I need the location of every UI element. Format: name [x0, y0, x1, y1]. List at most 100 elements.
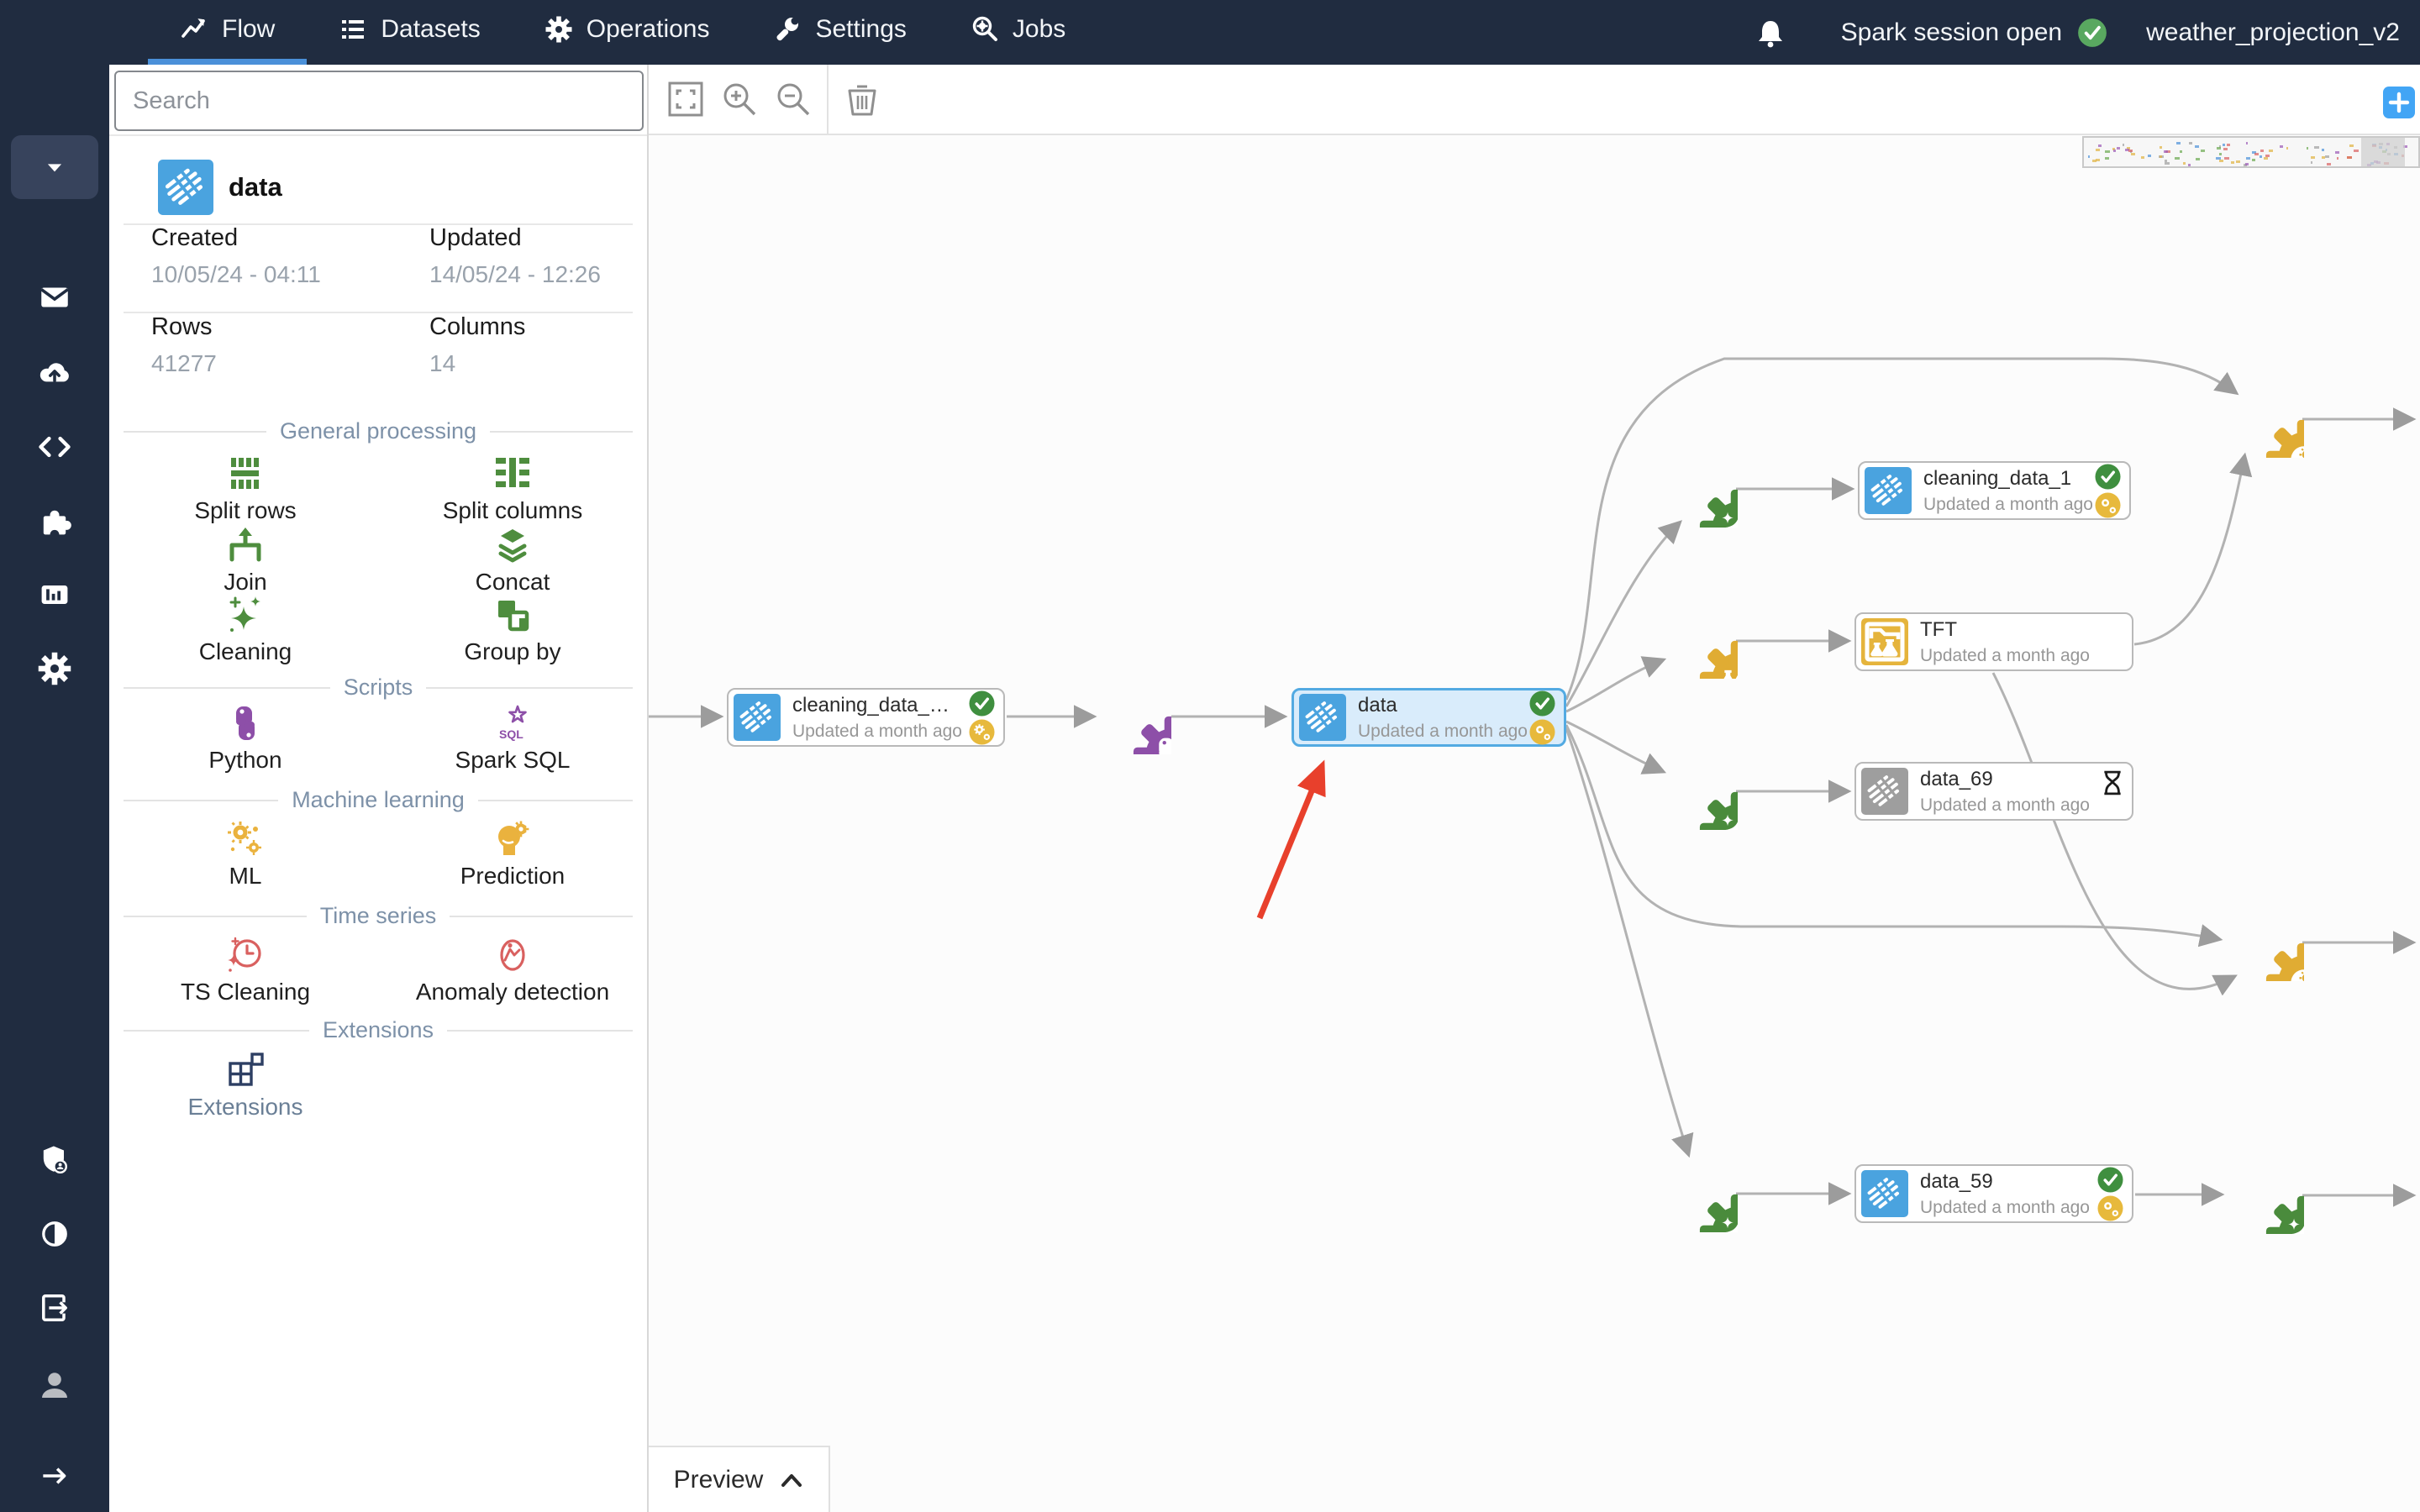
tool-concat[interactable]: Concat: [387, 525, 639, 596]
tab-operations[interactable]: Operations: [513, 0, 742, 65]
split-columns-icon: [496, 458, 529, 487]
tool-spark-sql[interactable]: SQL Spark SQL: [387, 703, 639, 774]
preview-toggle[interactable]: Preview: [649, 1446, 830, 1512]
node-title: TFT: [1920, 617, 1957, 641]
sidebar-item-security[interactable]: [0, 1133, 109, 1187]
sidebar-item-theme[interactable]: [0, 1207, 109, 1261]
section-extensions: Extensions: [124, 1017, 633, 1043]
tool-extensions[interactable]: Extensions: [119, 1050, 371, 1121]
tool-label: Join: [224, 569, 267, 595]
recipe-cleaning-gear[interactable]: [2227, 1157, 2304, 1234]
node-title: cleaning_data_set_...: [792, 693, 957, 717]
tool-anomaly-detection[interactable]: Anomaly detection: [387, 935, 639, 1005]
tool-label: Prediction: [460, 863, 566, 889]
node-title: data: [1358, 693, 1397, 717]
toolbar-divider: [827, 64, 829, 134]
flow-canvas[interactable]: cleaning_data_set_... Updated a month ag…: [647, 64, 2420, 1512]
zoom-out-button[interactable]: [773, 79, 813, 119]
built-ok-icon: [969, 690, 995, 717]
sidebar-item-cloud-upload[interactable]: [0, 347, 109, 401]
sidebar-item-logout[interactable]: [0, 1281, 109, 1335]
node-subtitle: Updated a month ago: [1358, 721, 1528, 741]
mail-icon: [40, 287, 69, 307]
recipe-cleaning-gear[interactable]: [1660, 1155, 1738, 1232]
recipe-ml-train-gear[interactable]: [1660, 601, 1738, 679]
tool-ml[interactable]: ML: [119, 819, 371, 890]
puzzle-icon: [43, 510, 71, 539]
sidebar-item-code[interactable]: [0, 420, 109, 474]
tool-label: Python: [208, 747, 282, 773]
pending-hourglass-icon: [2104, 770, 2121, 795]
tool-label: Cleaning: [198, 638, 292, 664]
operations-gear-icon: [545, 16, 572, 43]
tab-flow[interactable]: Flow: [148, 0, 308, 65]
session-status-label: Spark session open: [1840, 18, 2063, 46]
tool-label: Anomaly detection: [415, 979, 610, 1005]
tab-settings[interactable]: Settings: [741, 0, 938, 65]
sidebar-item-account[interactable]: [0, 1358, 109, 1412]
chevron-down-icon: [47, 164, 62, 172]
updated-value: 14/05/24 - 12:26: [429, 261, 601, 287]
node-cleaning-data-set[interactable]: cleaning_data_set_... Updated a month ag…: [727, 688, 1005, 747]
tool-group-by[interactable]: Group by: [387, 595, 639, 665]
tab-datasets[interactable]: Datasets: [307, 0, 512, 65]
tab-label: Flow: [222, 15, 276, 43]
code-icon: [39, 436, 71, 458]
sidebar-item-charts[interactable]: [0, 568, 109, 622]
minimap-viewport[interactable]: [2361, 138, 2405, 166]
recipe-cleaning-gear[interactable]: [1660, 450, 1738, 528]
node-badges: [969, 690, 995, 745]
trash-icon: [848, 85, 876, 116]
fit-to-screen-button[interactable]: [666, 79, 706, 119]
add-node-button[interactable]: [2383, 87, 2415, 118]
tool-split-columns[interactable]: Split columns: [387, 454, 639, 524]
built-ok-icon: [2095, 463, 2121, 490]
tool-python[interactable]: Python: [119, 703, 371, 774]
tool-ts-cleaning[interactable]: TS Cleaning: [119, 935, 371, 1005]
zoom-in-icon: [723, 83, 756, 116]
rows-value: 41277: [151, 350, 217, 376]
chevron-up-icon: [781, 1473, 802, 1487]
node-cleaning-data-1[interactable]: cleaning_data_1 Updated a month ago: [1858, 461, 2131, 520]
tool-cleaning[interactable]: Cleaning: [119, 595, 371, 665]
notifications-bell-icon[interactable]: [1754, 16, 1787, 50]
node-tft-model[interactable]: TFT Updated a month ago: [1854, 612, 2133, 671]
tool-split-rows[interactable]: Split rows: [119, 454, 371, 524]
dataset-side-panel: data Created 10/05/24 - 04:11 Updated 14…: [109, 65, 647, 1512]
columns-value: 14: [429, 350, 456, 376]
sidebar-item-settings[interactable]: [0, 642, 109, 696]
sidebar-item-plugins[interactable]: [0, 495, 109, 549]
recipe-python-gear[interactable]: [1094, 677, 1171, 754]
tool-label: Spark SQL: [455, 747, 571, 773]
dataset-icon: [1865, 467, 1912, 514]
search-input[interactable]: [114, 71, 644, 131]
sidebar-item-mail[interactable]: [0, 270, 109, 324]
engine-icon: [2095, 491, 2121, 518]
cleaning-sparkles-icon: [229, 596, 260, 632]
node-badges: [1529, 690, 1555, 745]
recipe-prediction-gear[interactable]: [2227, 381, 2304, 458]
recipe-prediction-gear[interactable]: [2227, 904, 2304, 981]
bar-chart-icon: [41, 585, 68, 604]
minimap[interactable]: [2082, 136, 2420, 168]
ts-cleaning-icon: [228, 937, 261, 972]
zoom-in-button[interactable]: [719, 79, 760, 119]
sidebar-item-expand[interactable]: [0, 1449, 109, 1503]
node-data-69[interactable]: data_69 Updated a month ago: [1854, 762, 2133, 821]
node-title: cleaning_data_1: [1923, 466, 2072, 490]
extensions-icon: [229, 1053, 264, 1086]
tool-prediction[interactable]: Prediction: [387, 819, 639, 890]
delete-button[interactable]: [842, 79, 882, 119]
tool-join[interactable]: Join: [119, 525, 371, 596]
sidebar-item-workspace-switcher[interactable]: [11, 135, 98, 199]
node-badges: [2097, 1166, 2123, 1221]
datasets-icon: [342, 20, 365, 39]
node-data-59[interactable]: data_59 Updated a month ago: [1854, 1164, 2133, 1223]
tab-label: Jobs: [1012, 15, 1066, 43]
recipe-cleaning-gear[interactable]: [1660, 753, 1738, 830]
node-data[interactable]: data Updated a month ago: [1292, 688, 1566, 747]
tab-jobs[interactable]: Jobs: [939, 0, 1097, 65]
dataset-icon: [1861, 1170, 1908, 1217]
node-subtitle: Updated a month ago: [792, 721, 962, 741]
